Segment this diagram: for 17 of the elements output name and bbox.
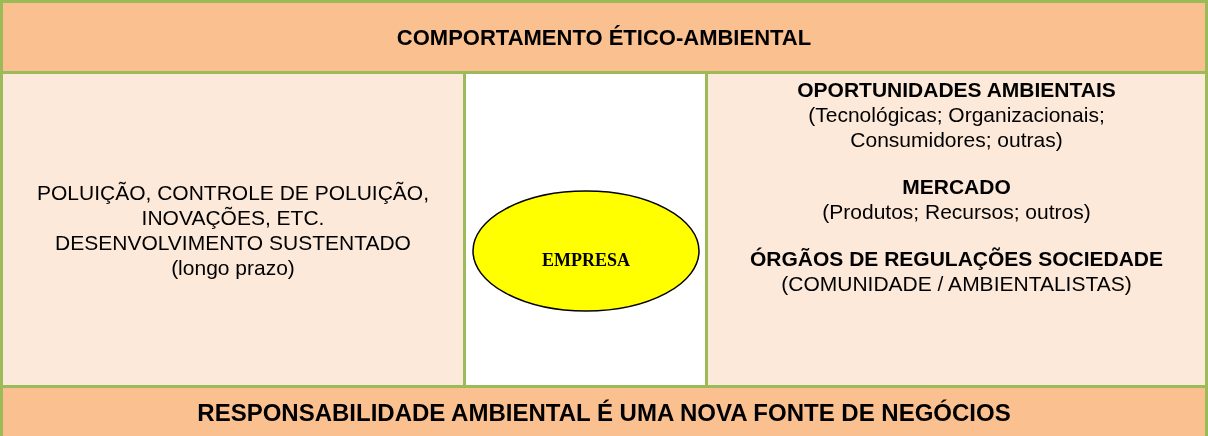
heading: COMPORTAMENTO ÉTICO-AMBIENTAL: [396, 24, 812, 50]
cell-text: (Tecnológicas; Organizacionais; Consumidores; outras): [807, 102, 1106, 152]
cell-text: (Produtos; Recursos; outros): [822, 199, 1091, 224]
cell-text: OPORTUNIDADES AMBIENTAIS: [797, 77, 1116, 102]
cell-text: DESENVOLVIMENTO SUSTENTADO: [55, 229, 411, 255]
footer-band: [0, 385, 1208, 436]
table-cell: [708, 74, 1208, 385]
cell-text: MERCADO: [902, 174, 1011, 199]
ellipse-node: [472, 190, 700, 312]
heading: RESPONSABILIDADE AMBIENTAL É UMA NOVA FONTE DE NEGÓCIOS: [197, 399, 1011, 425]
table-cell: [0, 74, 463, 385]
header-band: [0, 0, 1208, 74]
cell-text: POLUIÇÃO, CONTROLE DE POLUIÇÃO, INOVAÇÕES, ETC.: [35, 179, 431, 230]
cell-text: (longo prazo): [171, 254, 295, 280]
cell-text: (COMUNIDADE / AMBIENTALISTAS): [781, 271, 1132, 296]
node-label: EMPRESA: [542, 248, 630, 272]
cell-text: ÓRGÃOS DE REGULAÇÕES SOCIEDADE: [749, 246, 1164, 271]
